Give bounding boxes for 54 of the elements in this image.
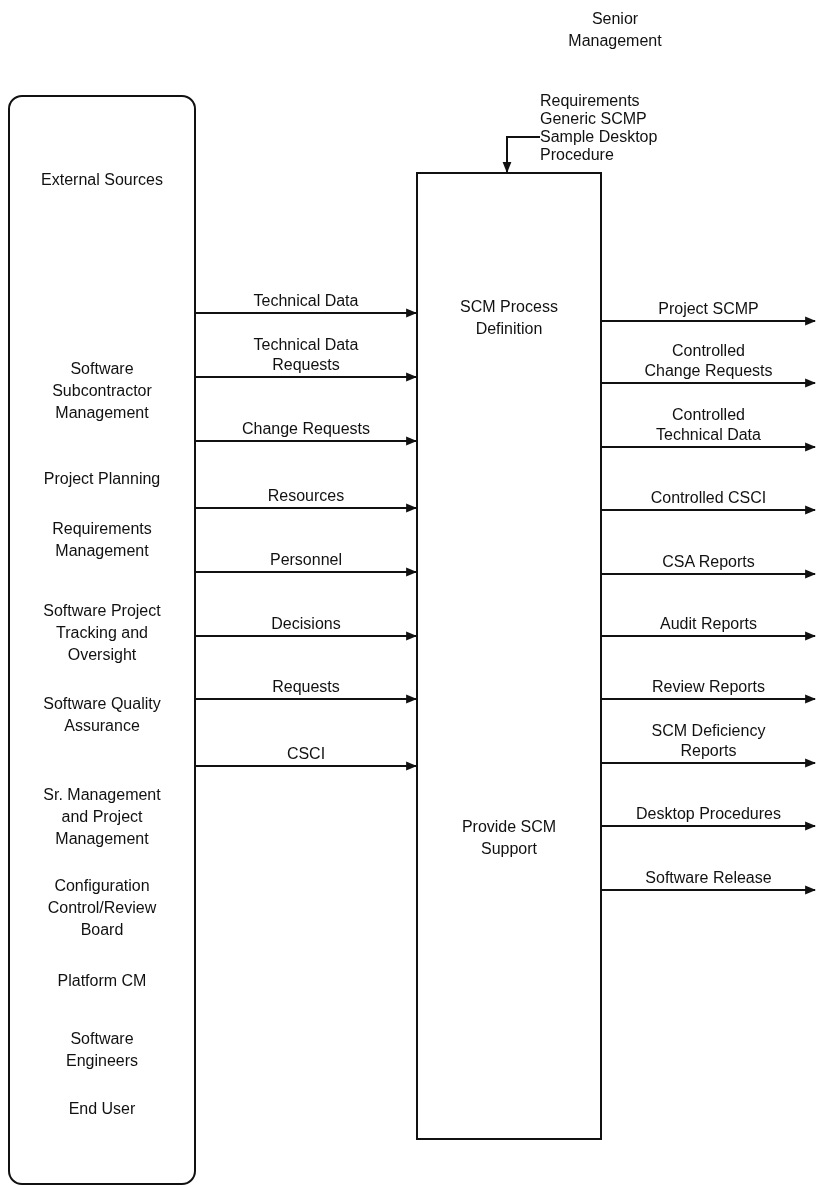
edge-label: Personnel (268, 550, 343, 570)
arrow (601, 569, 817, 579)
edge-label: Software Release (644, 868, 773, 888)
node-label: Provide SCM Support (460, 817, 558, 859)
edge-label: Technical Data Requests (252, 335, 360, 375)
edge-label: Controlled CSCI (649, 488, 768, 508)
node-label: SCM Process Definition (459, 297, 559, 339)
node-label: External Sources (40, 170, 164, 190)
process-box (416, 172, 602, 1140)
edge-label: Resources (266, 486, 346, 506)
arrow (195, 436, 418, 446)
group-box (8, 95, 196, 1185)
edge-label: Controlled Change Requests (643, 341, 774, 381)
edge-label: Decisions (270, 614, 342, 634)
node-label: Requirements Management (51, 519, 153, 561)
edge-label: SCM Deficiency Reports (650, 721, 767, 761)
arrow (601, 378, 817, 388)
node-label: Requirements Generic SCMP Sample Desktop Procedure (540, 92, 659, 164)
arrow (195, 372, 418, 382)
arrow (601, 442, 817, 452)
edge-label: Review Reports (651, 677, 766, 697)
arrow (195, 503, 418, 513)
node-label: Sr. Management and Project Management (42, 785, 162, 849)
edge-label: Controlled Technical Data (655, 405, 762, 445)
arrow (502, 136, 541, 174)
arrow (195, 567, 418, 577)
arrow (195, 694, 418, 704)
arrow (601, 631, 817, 641)
arrow (601, 885, 817, 895)
arrow (601, 758, 817, 768)
edge-label: Technical Data (252, 291, 360, 311)
edge-label: Requests (271, 677, 341, 697)
arrow (601, 316, 817, 326)
node-label: Software Subcontractor Management (51, 359, 153, 423)
arrow (601, 505, 817, 515)
edge-label: CSA Reports (661, 552, 756, 572)
edge-label: Project SCMP (657, 299, 760, 319)
edge-label: Desktop Procedures (635, 804, 782, 824)
edge-label: Change Requests (240, 419, 372, 439)
edge-label: CSCI (285, 744, 327, 764)
arrow (195, 631, 418, 641)
node-label: Configuration Control/Review Board (46, 876, 158, 940)
arrow (195, 308, 418, 318)
node-label: Software Engineers (64, 1029, 139, 1071)
arrow (195, 761, 418, 771)
arrow (601, 821, 817, 831)
node-label: Project Planning (42, 469, 162, 489)
edge-label: Audit Reports (659, 614, 758, 634)
arrow (601, 694, 817, 704)
node-label: End User (67, 1099, 137, 1119)
node-label: Software Project Tracking and Oversight (42, 601, 162, 665)
node-label: Platform CM (56, 971, 148, 991)
node-label: Senior Management (567, 9, 663, 51)
node-label: Software Quality Assurance (42, 694, 162, 736)
